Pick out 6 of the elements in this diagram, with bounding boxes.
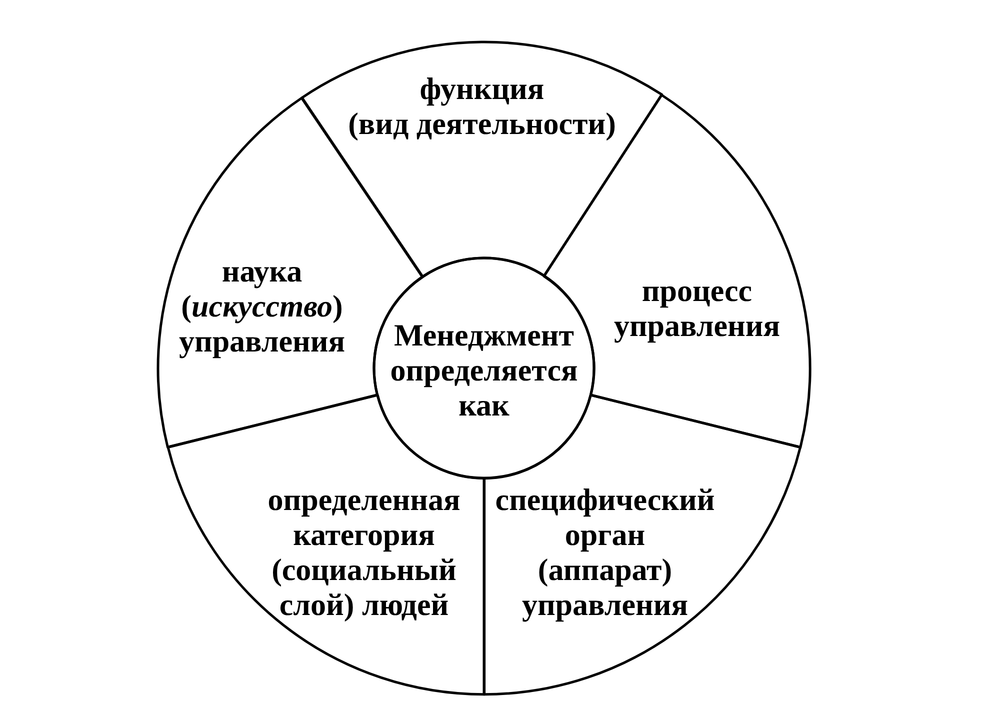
sector-label: функция (вид деятельности) [348, 71, 616, 141]
sector-label: специфический орган (аппарат) управления [495, 482, 715, 622]
center-label: Менеджмент определяется как [390, 318, 578, 422]
sector-label: определенная категория (социальный слой) людей [268, 482, 460, 622]
sector-label: процесс управления [614, 272, 780, 343]
sector-label: наука (искусство) управления [178, 253, 346, 358]
